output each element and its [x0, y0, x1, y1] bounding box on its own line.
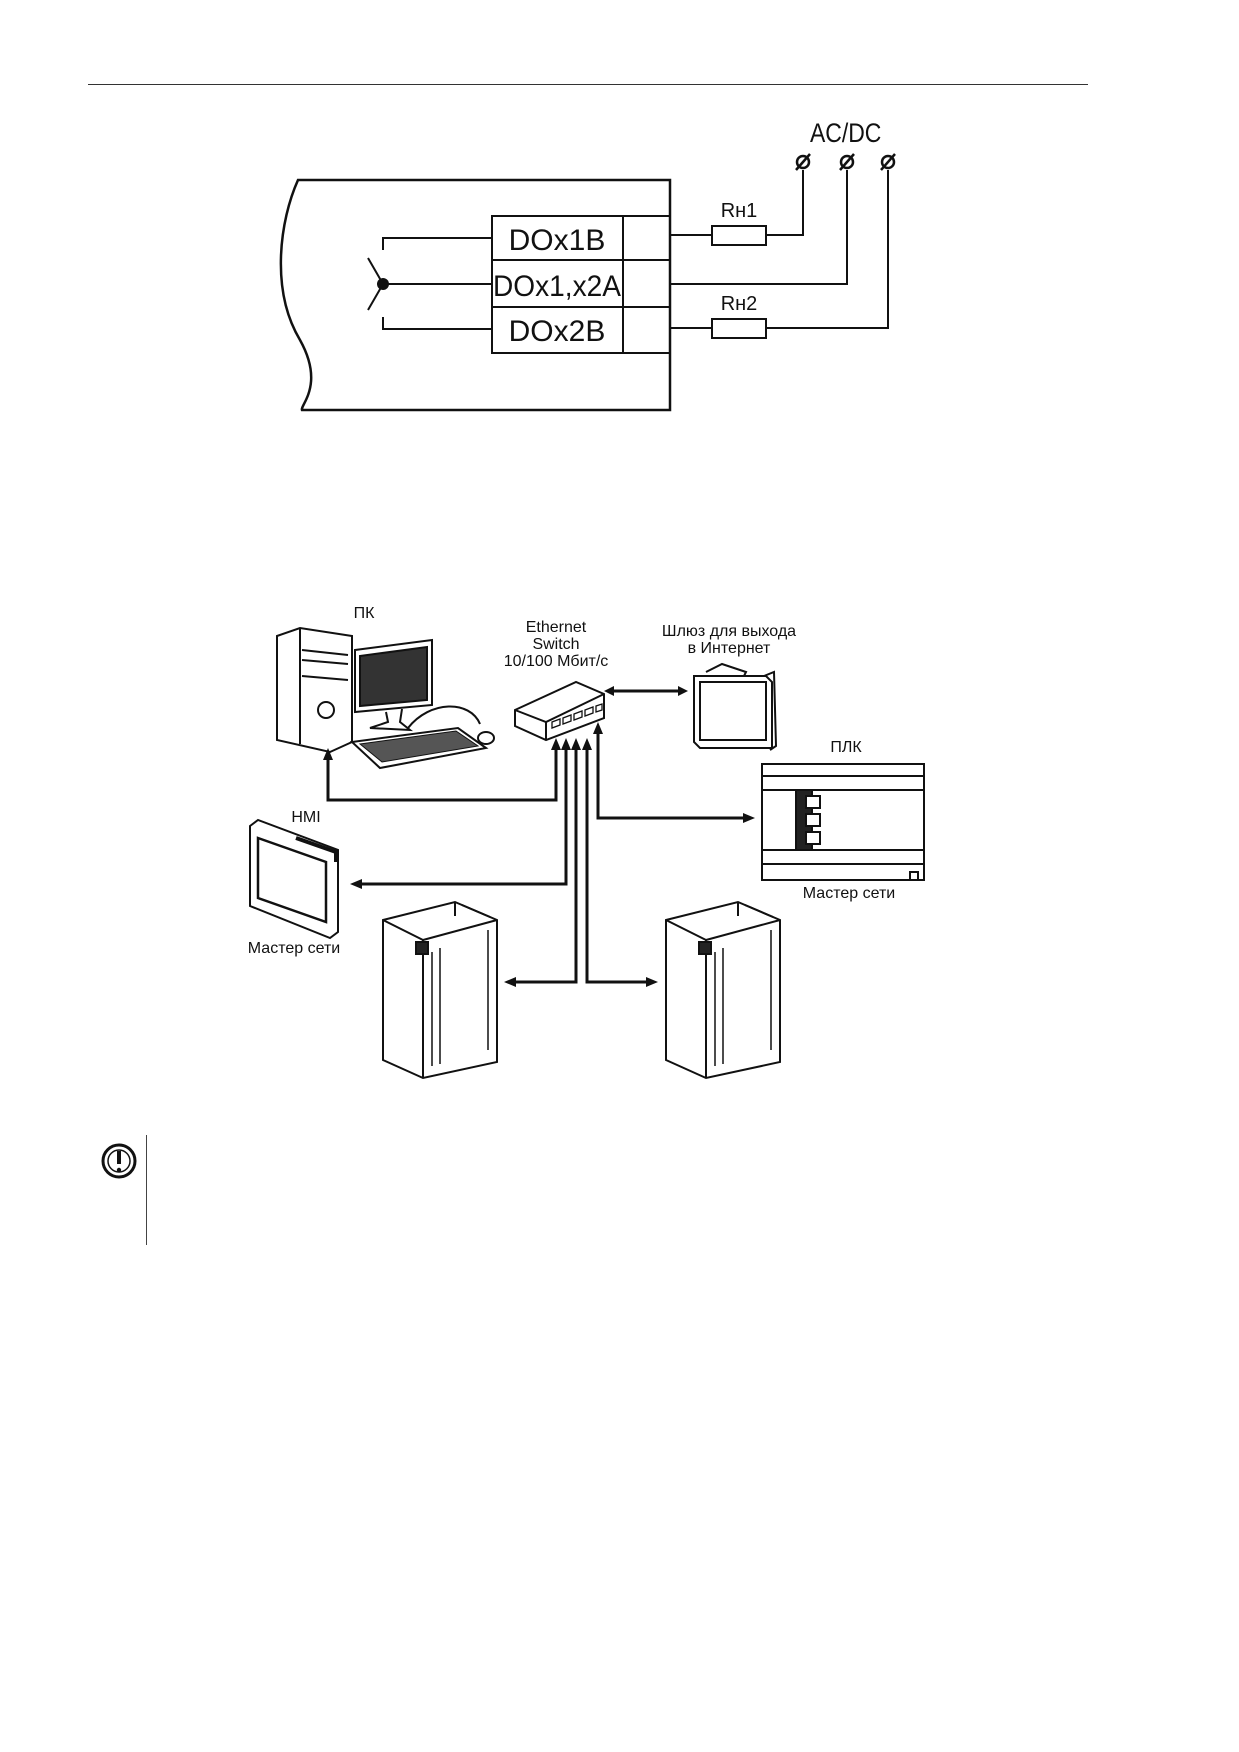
- hmi-panel-icon: [249, 818, 339, 940]
- relay-common-node: [377, 278, 389, 290]
- terminal-label-dox2b: DOx2B: [509, 315, 606, 348]
- gateway-label-line-2: в Интернет: [688, 640, 771, 657]
- io-module-icon: [382, 900, 498, 1080]
- relay-contact: [367, 237, 492, 330]
- plc-icon: [761, 763, 925, 881]
- load-resistor-1: [711, 225, 767, 246]
- network-links: [323, 686, 755, 987]
- switch-label-line-2: Switch: [532, 636, 579, 653]
- header-rule: [88, 84, 1088, 85]
- exclamation-circle-icon: [101, 1143, 137, 1179]
- pc-label: ПК: [354, 605, 376, 622]
- gateway-icon: [693, 662, 778, 751]
- hmi-label: HMI: [291, 809, 320, 826]
- plc-role-label: Мастер сети: [803, 885, 895, 902]
- supply-terminal: [795, 153, 896, 171]
- hmi-role-label: Мастер сети: [248, 940, 340, 957]
- terminal-label-dox1x2a: DOx1,x2A: [493, 270, 621, 303]
- monitor-icon: [354, 638, 433, 732]
- notice-bar: [146, 1135, 147, 1245]
- io-module-icon: [665, 900, 781, 1080]
- load-label-rn1: Rн1: [721, 200, 758, 222]
- pc-tower-icon: [276, 626, 353, 754]
- gateway-label-line-1: Шлюз для выхода: [662, 623, 796, 640]
- switch-label-line-1: Ethernet: [526, 619, 587, 636]
- wiring-diagram: [279, 153, 896, 412]
- network-diagram: [101, 626, 925, 1179]
- device-body-outline: [279, 178, 672, 412]
- supply-label: AC/DC: [810, 118, 881, 148]
- keyboard-icon: [349, 705, 495, 770]
- plc-label: ПЛК: [830, 739, 862, 756]
- load-label-rn2: Rн2: [721, 293, 758, 315]
- switch-label-line-3: 10/100 Мбит/с: [504, 653, 609, 670]
- ethernet-switch-icon: [514, 680, 605, 742]
- load-resistor-2: [711, 318, 767, 339]
- terminal-label-dox1b: DOx1B: [509, 224, 606, 257]
